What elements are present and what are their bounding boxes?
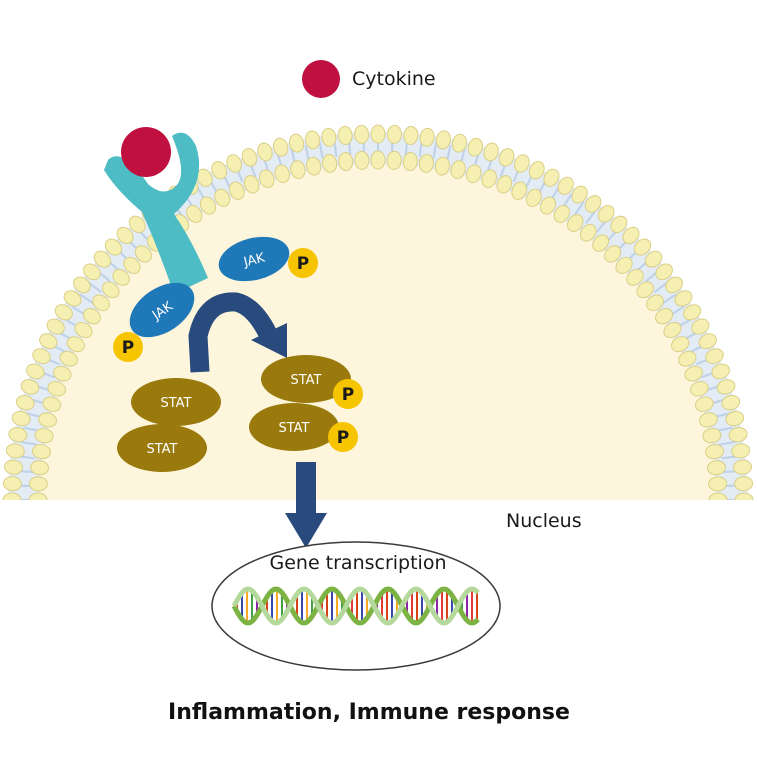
lipid-head	[734, 476, 753, 491]
stat-active-bottom-label: STAT	[278, 421, 309, 436]
lipid-head	[29, 493, 47, 507]
lipid-head	[709, 493, 727, 507]
lipid-tail	[406, 143, 407, 155]
phosphate-stat-bottom-label: P	[337, 428, 349, 448]
phosphate-stat-top-label: P	[342, 385, 354, 405]
lipid-head	[708, 476, 727, 491]
lipid-head	[387, 125, 402, 144]
cytokine-legend-dot	[302, 60, 340, 98]
lipid-head	[3, 476, 22, 491]
cytokine-bound	[121, 127, 171, 177]
phosphate-jak-upper-label: P	[297, 254, 309, 274]
lipid-tail	[21, 471, 33, 472]
nucleus-label: Nucleus	[506, 510, 582, 532]
lipid-head	[3, 493, 21, 507]
lipid-head	[354, 151, 369, 170]
outcome-title: Inflammation, Immune response	[168, 700, 570, 725]
stat-inactive-top-label: STAT	[160, 396, 191, 411]
gene-transcription-label: Gene transcription	[269, 552, 446, 574]
phosphate-jak-lower-label: P	[122, 338, 134, 358]
lipid-head	[29, 476, 48, 491]
lipid-tail	[349, 143, 350, 155]
dna-base-pairs	[237, 589, 477, 623]
lipid-head	[354, 125, 369, 144]
lipid-head	[371, 125, 385, 143]
stat-active-top-label: STAT	[290, 373, 321, 388]
stat-inactive-bottom-label: STAT	[146, 442, 177, 457]
lipid-tail	[723, 471, 735, 472]
translocation-arrow-head	[285, 513, 327, 548]
lipid-head	[735, 493, 753, 507]
translocation-arrow-shaft	[296, 462, 316, 516]
lipid-head	[387, 151, 402, 170]
cytokine-legend-label: Cytokine	[352, 68, 436, 90]
lipid-head	[371, 151, 385, 169]
